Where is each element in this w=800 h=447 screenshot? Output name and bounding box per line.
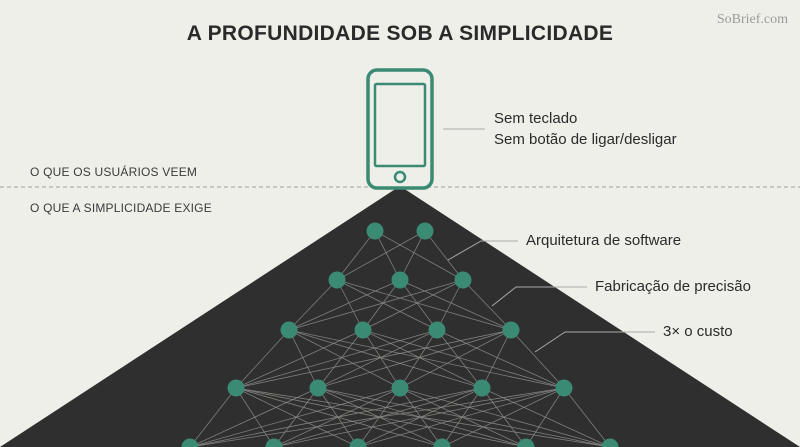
network-edge <box>374 230 464 281</box>
network-edge <box>189 387 319 447</box>
network-edge <box>399 279 438 331</box>
network-edge <box>362 279 464 331</box>
network-edge <box>189 387 483 447</box>
network-edge <box>317 329 512 389</box>
leader-software <box>447 240 518 261</box>
network-node <box>181 438 199 447</box>
network-node <box>349 438 367 447</box>
leader-lines <box>443 128 655 353</box>
phone-feature-keyboard: Sem teclado <box>494 110 578 127</box>
network-node <box>309 379 327 397</box>
network-edge <box>563 387 611 447</box>
network-node <box>454 271 472 289</box>
network-nodes <box>181 222 619 447</box>
network-edge <box>525 387 565 447</box>
network-edge <box>189 387 401 447</box>
network-edge <box>317 387 611 447</box>
network-edge <box>399 230 426 281</box>
layer-label-software: Arquitetura de software <box>526 232 682 249</box>
network-edge <box>399 387 527 447</box>
network-edge <box>399 279 512 331</box>
network-edge <box>317 329 438 389</box>
section-label-hidden: O QUE A SIMPLICIDADE EXIGE <box>30 201 212 215</box>
network-edge <box>235 387 359 447</box>
brand-watermark: SoBrief.com <box>716 12 788 27</box>
network-edge <box>336 230 376 281</box>
network-edge <box>288 329 565 389</box>
network-edge <box>336 279 512 331</box>
network-edge <box>273 387 565 447</box>
network-edge <box>317 387 527 447</box>
network-edge <box>374 230 401 281</box>
network-edge <box>235 329 364 389</box>
network-edge <box>288 279 401 331</box>
network-edge <box>317 387 443 447</box>
network-edge <box>436 279 464 331</box>
network-node <box>433 438 451 447</box>
layer-label-manufacturing: Fabricação de precisão <box>595 278 751 295</box>
network-edge <box>362 329 401 389</box>
network-edge <box>336 279 364 331</box>
network-node <box>354 321 372 339</box>
network-edge <box>462 279 512 331</box>
network-edge <box>436 329 565 389</box>
layer-label-cost: 3× o custo <box>663 323 733 340</box>
network-edge <box>441 387 565 447</box>
network-edge <box>362 329 483 389</box>
network-edge <box>288 329 401 389</box>
network-edge <box>317 329 364 389</box>
network-node <box>391 379 409 397</box>
network-node <box>280 321 298 339</box>
network-edge <box>189 387 565 447</box>
complexity-pyramid <box>0 186 800 447</box>
network-node <box>473 379 491 397</box>
network-node <box>517 438 535 447</box>
network-node <box>555 379 573 397</box>
network-edge <box>336 279 438 331</box>
network-edge <box>399 329 512 389</box>
network-edge <box>235 329 438 389</box>
network-edge <box>436 329 483 389</box>
phone-feature-power-button: Sem botão de ligar/desligar <box>494 131 677 148</box>
page-title: A PROFUNDIDADE SOB A SIMPLICIDADE <box>186 22 614 45</box>
network-edge <box>362 279 401 331</box>
network-edge <box>424 230 464 281</box>
network-edge <box>481 387 527 447</box>
network-node <box>391 271 409 289</box>
network-node <box>265 438 283 447</box>
network-edge <box>235 387 275 447</box>
leader-manufacturing <box>491 286 587 307</box>
network-edge <box>235 329 512 389</box>
network-edge <box>510 329 565 389</box>
network-edge <box>362 329 565 389</box>
network-node <box>416 222 434 240</box>
network-node <box>366 222 384 240</box>
network-edge <box>357 387 565 447</box>
network-node <box>428 321 446 339</box>
leader-cost <box>534 331 655 353</box>
network-edges <box>189 230 611 447</box>
network-edge <box>235 387 443 447</box>
network-node <box>502 321 520 339</box>
smartphone-icon <box>366 68 434 190</box>
network-edge <box>288 279 464 331</box>
network-node <box>227 379 245 397</box>
network-edge <box>288 279 338 331</box>
network-edge <box>288 329 483 389</box>
network-edge <box>399 329 438 389</box>
network-edge <box>235 329 290 389</box>
network-node <box>601 438 619 447</box>
network-edge <box>235 387 527 447</box>
network-edge <box>481 329 512 389</box>
network-edge <box>189 387 237 447</box>
network-node <box>328 271 346 289</box>
network-edge <box>336 230 426 281</box>
network-edge <box>288 329 319 389</box>
section-label-visible: O QUE OS USUÁRIOS VEEM <box>30 165 198 179</box>
